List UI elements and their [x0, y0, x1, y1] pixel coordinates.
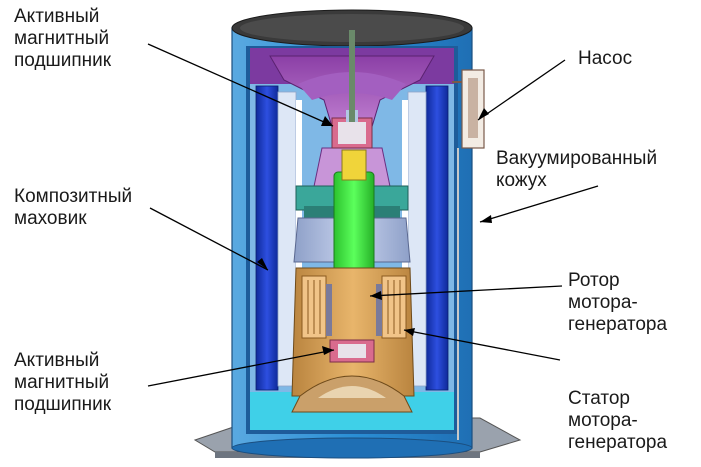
bottom-pedestal [291, 375, 413, 413]
label-bottom-bearing: Активный магнитный подшипник [14, 350, 112, 415]
leader-lines [147, 43, 599, 387]
label-vacuum-casing: Вакуумированный кожух [496, 148, 658, 191]
bottom-active-magnetic-bearing [329, 339, 375, 363]
label-stator: Статор мотора- генератора [568, 388, 668, 453]
label-composite-flywheel: Композитный маховик [14, 186, 133, 229]
leader-arrowheads [257, 108, 492, 355]
label-pump: Насос [578, 48, 633, 69]
label-rotor: Ротор мотора- генератора [568, 270, 668, 335]
top-active-magnetic-bearing [331, 110, 373, 149]
label-top-bearing: Активный магнитный подшипник [14, 6, 112, 71]
motor-generator-stator [291, 267, 415, 397]
